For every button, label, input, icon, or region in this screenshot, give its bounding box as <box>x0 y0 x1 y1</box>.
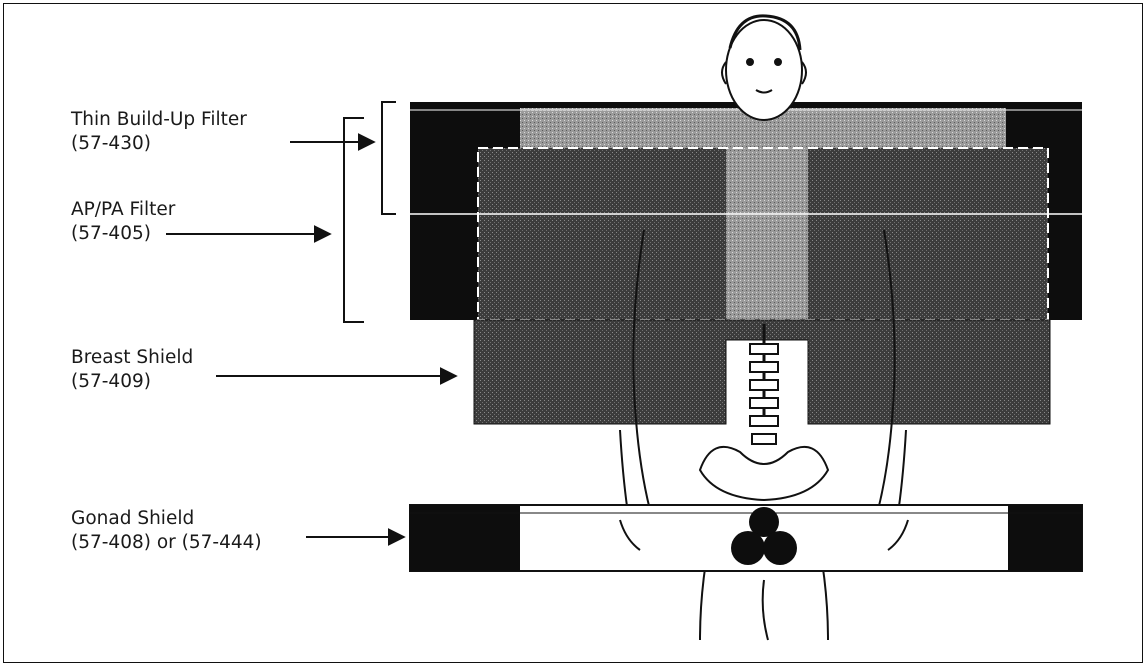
label-name: Breast Shield <box>71 346 193 370</box>
ap-pa-bracket <box>344 118 364 322</box>
label-name: Gonad Shield <box>71 507 262 531</box>
label-code: (57-405) <box>71 222 175 246</box>
label-code: (57-409) <box>71 370 193 394</box>
thin-buildup-bracket <box>382 102 396 214</box>
label-name: Thin Build-Up Filter <box>71 108 247 132</box>
label-name: AP/PA Filter <box>71 198 175 222</box>
label-code: (57-430) <box>71 132 247 156</box>
gonad-shield <box>410 505 1082 571</box>
label-breast-shield: Breast Shield (57-409) <box>71 346 193 394</box>
label-code: (57-408) or (57-444) <box>71 531 262 555</box>
label-thin-buildup-filter: Thin Build-Up Filter (57-430) <box>71 108 247 156</box>
label-gonad-shield: Gonad Shield (57-408) or (57-444) <box>71 507 262 555</box>
label-ap-pa-filter: AP/PA Filter (57-405) <box>71 198 175 246</box>
ap-pa-filter <box>410 102 1082 320</box>
